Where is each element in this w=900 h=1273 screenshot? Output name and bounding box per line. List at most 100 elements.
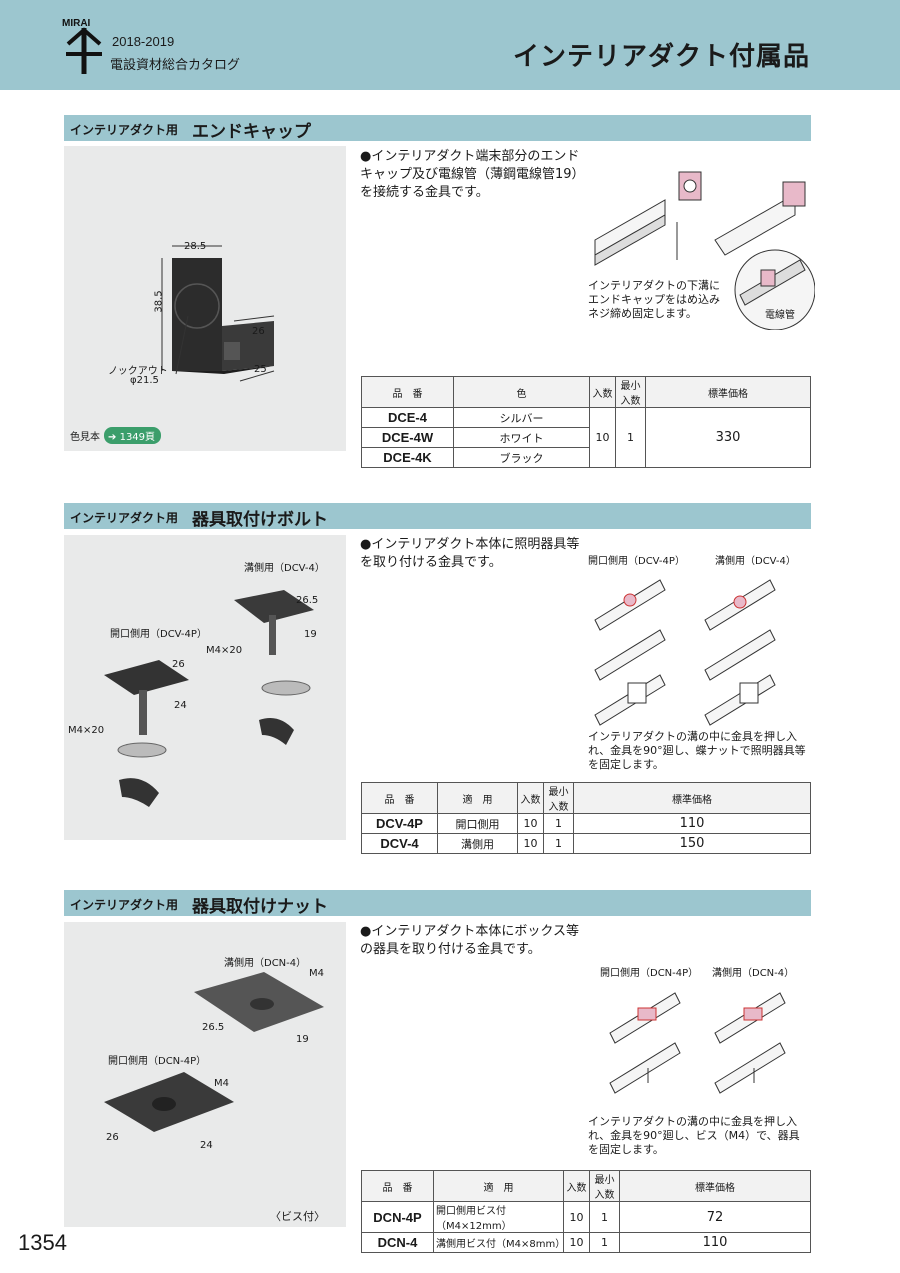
conduit-callout: 電線管 xyxy=(765,310,795,321)
col-header: 最小入数 xyxy=(543,782,574,814)
col-header: 入数 xyxy=(589,376,616,408)
col-header: 入数 xyxy=(563,1170,590,1202)
product-code: DCN-4 xyxy=(361,1232,434,1253)
table-row: DCN-4 溝側用ビス付（M4×8mm） 10 1 110 xyxy=(361,1232,811,1253)
product-code: DCV-4 xyxy=(361,833,438,854)
table-row: DCE-4K ブラック xyxy=(361,447,811,468)
bolt-size-label: M4×20 xyxy=(68,725,105,736)
endcap-install-diagram xyxy=(594,171,815,330)
dim-width: 26.5 xyxy=(202,1022,225,1033)
col-header: 品 番 xyxy=(361,1170,434,1202)
col-header: 標準価格 xyxy=(619,1170,811,1202)
svg-text:MIRAI: MIRAI xyxy=(62,18,91,29)
pack-qty: 10 xyxy=(563,1201,590,1233)
catalog-years: 2018-2019 xyxy=(112,34,175,49)
mirai-logo: MIRAI xyxy=(62,18,102,74)
product-color: ブラック xyxy=(453,447,590,468)
screw-size-label: M4 xyxy=(214,1078,229,1089)
section-title: エンドキャップ xyxy=(192,122,311,142)
bolt-description: ●インテリアダクト本体に照明器具等を取り付ける金具です。 xyxy=(360,537,580,570)
table-row: DCV-4 溝側用 10 1 150 xyxy=(361,833,811,854)
dim-width: 26.5 xyxy=(296,595,319,606)
groove-variant-label: 溝側用（DCN-4） xyxy=(224,958,307,969)
section-prefix: インテリアダクト用 xyxy=(70,123,179,137)
dim-depth: 24 xyxy=(200,1140,213,1151)
nut-spec-table: 品 番 適 用 入数 最小入数 標準価格 DCN-4P 開口側用ビス付（M4×1… xyxy=(361,1170,811,1253)
product-use: 開口側用 xyxy=(437,813,518,834)
bolt-drawing xyxy=(104,590,314,807)
dim-width: 26 xyxy=(172,659,185,670)
col-header: 最小入数 xyxy=(615,376,646,408)
table-row: DCV-4P 開口側用 10 1 110 xyxy=(361,813,811,834)
min-qty: 1 xyxy=(589,1232,620,1253)
bolt-size-label: M4×20 xyxy=(206,645,243,656)
groove-variant-label: 溝側用（DCV-4） xyxy=(244,563,325,574)
knockout-label: ノックアウト xyxy=(108,366,168,377)
col-header: 標準価格 xyxy=(573,782,811,814)
section-prefix: インテリアダクト用 xyxy=(70,898,179,912)
product-code: DCE-4 xyxy=(361,407,454,428)
dim-depth: 24 xyxy=(174,700,187,711)
diagram-label-open: 開口側用（DCV-4P） xyxy=(588,556,685,567)
col-header: 最小入数 xyxy=(589,1170,620,1202)
col-header: 色 xyxy=(453,376,590,408)
knockout-diameter: φ21.5 xyxy=(130,375,159,386)
list-price: 330 xyxy=(645,407,811,468)
product-code: DCE-4W xyxy=(361,427,454,448)
section-heading-endcap: インテリアダクト用 エンドキャップ xyxy=(64,115,811,142)
col-header: 標準価格 xyxy=(645,376,811,408)
section-title: 器具取付けナット xyxy=(192,897,328,917)
product-photo-nut: 溝側用（DCN-4） M4 開口側用（DCN-4P） M4 26.5 19 26… xyxy=(64,922,346,1227)
col-header: 入数 xyxy=(517,782,544,814)
pack-qty: 10 xyxy=(517,813,544,834)
section-prefix: インテリアダクト用 xyxy=(70,511,179,525)
arrow-right-icon: ➔ xyxy=(108,432,117,443)
table-row: DCE-4 シルバー 10 1 330 xyxy=(361,407,811,468)
min-qty: 1 xyxy=(615,407,646,468)
diagram-label-groove: 溝側用（DCN-4） xyxy=(712,968,795,979)
bolt-install-note: インテリアダクトの溝の中に金具を押し入れ、金具を90°廻し、蝶ナットで照明器具等… xyxy=(588,730,806,771)
product-photo-endcap: 28.5 38.5 26 25 ノックアウト φ21.5 xyxy=(64,146,346,451)
dim-depth: 19 xyxy=(304,629,317,640)
table-row: DCN-4P 開口側用ビス付（M4×12mm） 10 1 72 xyxy=(361,1201,811,1233)
dim-width: 26 xyxy=(106,1132,119,1143)
bolt-spec-table: 品 番 適 用 入数 最小入数 標準価格 DCV-4P 開口側用 10 1 11… xyxy=(361,782,811,854)
screw-included-note: 〈ビス付〉 xyxy=(270,1210,325,1223)
list-price: 72 xyxy=(619,1201,811,1233)
catalog-name: 電設資材総合カタログ xyxy=(110,58,241,73)
nut-drawing xyxy=(104,972,324,1132)
page-ref-badge[interactable]: ➔ 1349頁 xyxy=(104,427,162,444)
page-header: MIRAI 2018-2019 電設資材総合カタログ インテリアダクト付属品 xyxy=(0,0,900,90)
product-code: DCN-4P xyxy=(361,1201,434,1233)
dim-depth: 26 xyxy=(252,326,265,337)
nut-install-note: インテリアダクトの溝の中に金具を押し入れ、金具を90°廻し、ビス（M4）で、器具… xyxy=(588,1115,800,1156)
section-heading-bolt: インテリアダクト用 器具取付けボルト xyxy=(64,503,811,530)
bolt-install-diagram xyxy=(594,579,776,726)
product-code: DCV-4P xyxy=(361,813,438,834)
endcap-description: ●インテリアダクト端末部分のエンドキャップ及び電線管（薄鋼電線管19）を接続する… xyxy=(360,149,585,200)
dim-height: 38.5 xyxy=(153,290,165,313)
endcap-drawing xyxy=(161,245,275,382)
section-title: 器具取付けボルト xyxy=(192,510,328,530)
pack-qty: 10 xyxy=(589,407,616,468)
col-header: 適 用 xyxy=(437,782,518,814)
product-color: シルバー xyxy=(453,407,590,428)
col-header: 品 番 xyxy=(361,782,438,814)
diagram-label-groove: 溝側用（DCV-4） xyxy=(715,556,796,567)
product-use: 溝側用 xyxy=(437,833,518,854)
col-header: 品 番 xyxy=(361,376,454,408)
color-swatch-ref[interactable]: 色見本 ➔ 1349頁 xyxy=(70,427,162,444)
page-number: 1354 xyxy=(18,1230,67,1255)
endcap-install-note: インテリアダクトの下溝にエンドキャップをはめ込みネジ締め固定します。 xyxy=(588,279,720,320)
list-price: 150 xyxy=(573,833,811,854)
nut-install-diagram xyxy=(609,992,786,1094)
product-color: ホワイト xyxy=(453,427,590,448)
product-code: DCE-4K xyxy=(361,447,454,468)
swatch-label: 色見本 xyxy=(70,432,100,443)
dim-base: 25 xyxy=(254,364,267,375)
diagram-label-open: 開口側用（DCN-4P） xyxy=(600,968,699,979)
list-price: 110 xyxy=(573,813,811,834)
list-price: 110 xyxy=(619,1232,811,1253)
pack-qty: 10 xyxy=(517,833,544,854)
min-qty: 1 xyxy=(589,1201,620,1233)
